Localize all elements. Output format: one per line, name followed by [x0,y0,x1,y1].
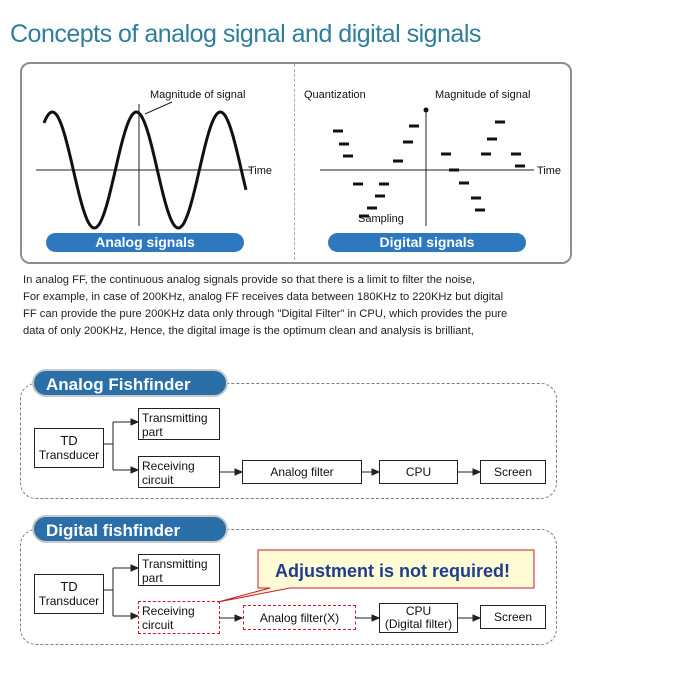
digital-flow-connectors [104,564,482,622]
callout-text: Adjustment is not required! [275,561,511,581]
sampling-label: Sampling [358,213,404,225]
transducer-label: Transducer [38,594,100,608]
description-line: For example, in case of 200KHz, analog F… [23,291,504,303]
quantized-sample-mark [449,168,459,172]
adjustment-callout [217,549,535,603]
digital-receiving-circuit-box: Receiving circuit [138,601,220,634]
analog-signal-graph [36,101,252,230]
quantized-sample-mark [359,214,369,218]
quantized-sample-mark [375,194,385,198]
quantization-label: Quantization [304,89,366,101]
description-line: data of only 200KHz, Hence, the digital … [23,325,474,337]
digital-quantized-steps [333,120,525,218]
quantized-sample-mark [333,129,343,133]
digital-cpu-box: CPU (Digital filter) [379,603,458,633]
quantized-sample-mark [393,159,403,163]
analog-sine-wave [42,110,248,230]
analog-cpu-box: CPU [379,460,458,484]
digital-analog-filter-x-box: Analog filter(X) [243,605,356,630]
callout-bubble [217,549,535,603]
quantized-sample-mark [403,140,413,144]
quantized-sample-mark [515,164,525,168]
analog-fishfinder-frame [20,383,557,499]
quantized-sample-mark [459,181,469,185]
quantized-sample-mark [379,182,389,186]
description-line: FF can provide the pure 200KHz data only… [23,308,508,320]
quantized-sample-mark [487,137,497,141]
panel-divider [294,64,295,260]
page-title: Concepts of analog signal and digital si… [10,20,481,48]
cpu-label: CPU [405,604,432,618]
quantized-sample-mark [511,152,521,156]
analog-filter-box: Analog filter [242,460,362,484]
analog-magnitude-label: Magnitude of signal [150,89,246,101]
analog-fishfinder-title: Analog Fishfinder [32,369,228,397]
quantized-sample-mark [339,142,349,146]
quantized-sample-mark [495,120,505,124]
quantized-sample-mark [353,182,363,186]
analog-flow-connectors [104,418,482,476]
quantized-sample-mark [475,208,485,212]
digital-filter-label: (Digital filter) [384,617,453,631]
digital-magnitude-label: Magnitude of signal [435,89,531,101]
digital-peak-dot [423,107,429,113]
quantized-sample-mark [343,154,353,158]
digital-screen-box: Screen [480,605,546,629]
quantized-sample-mark [367,206,377,210]
digital-transmitting-part-box: Transmitting part [138,554,220,586]
td-label: TD [60,579,78,594]
signal-comparison-panel [20,62,572,264]
td-label: TD [60,433,78,448]
analog-magnitude-pointer [144,101,173,115]
quantized-sample-mark [441,152,451,156]
digital-fishfinder-title: Digital fishfinder [32,515,228,543]
analog-receiving-circuit-box: Receiving circuit [138,456,220,488]
digital-time-label: Time [537,165,562,177]
quantized-sample-mark [471,196,481,200]
analog-td-transducer-box: TD Transducer [34,428,104,468]
quantized-sample-mark [481,152,491,156]
quantized-sample-mark [409,124,419,128]
digital-fishfinder-frame [20,529,557,645]
analog-time-label: Time [248,165,273,177]
description-text: In analog FF, the continuous analog sign… [23,272,583,340]
transducer-label: Transducer [38,448,100,462]
digital-signal-graph [320,107,534,226]
analog-screen-box: Screen [480,460,546,484]
analog-transmitting-part-box: Transmitting part [138,408,220,440]
analog-signals-pill: Analog signals [46,233,244,252]
digital-td-transducer-box: TD Transducer [34,574,104,614]
digital-signals-pill: Digital signals [328,233,526,252]
description-line: In analog FF, the continuous analog sign… [23,274,476,286]
